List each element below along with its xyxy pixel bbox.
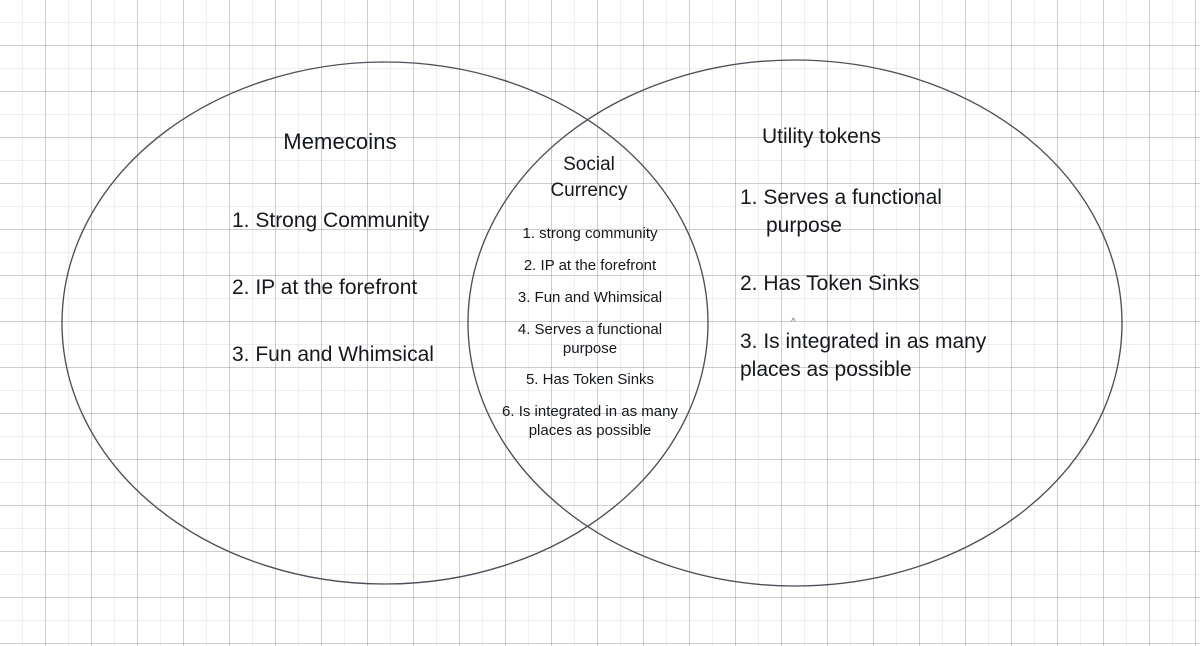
center-lens-title-line-2: Currency xyxy=(550,180,628,201)
list-item: 2. Has Token Sinks xyxy=(740,272,920,295)
left-circle-title: Memecoins xyxy=(283,129,397,154)
list-item: 3. Fun and Whimsical xyxy=(232,343,434,366)
right-circle-list: 1. Serves a functional purpose 2. Has To… xyxy=(740,184,990,414)
center-lens-title-line-1: Social xyxy=(563,154,615,175)
list-item: 5. Has Token Sinks xyxy=(525,371,655,388)
list-item: 1. Strong Community xyxy=(232,209,430,232)
list-item: 3. Is integrated in as many places as po… xyxy=(740,330,987,381)
center-lens-title: Social Currency xyxy=(518,152,660,204)
list-item: 6. Is integrated in as many places as po… xyxy=(502,403,678,439)
list-item: 3. Fun and Whimsical xyxy=(517,289,663,306)
list-item: 1. Serves a functional purpose xyxy=(740,186,942,237)
list-item: 1. strong community xyxy=(522,225,658,242)
caret-artifact: ^ xyxy=(791,317,796,328)
list-item: 4. Serves a functional purpose xyxy=(517,321,663,357)
right-circle-title: Utility tokens xyxy=(762,125,882,148)
list-item: 2. IP at the forefront xyxy=(523,257,657,274)
center-lens-list: 1. strong community 2. IP at the forefro… xyxy=(494,224,686,440)
list-item: 2. IP at the forefront xyxy=(232,276,418,299)
left-circle-list: 1. Strong Community 2. IP at the forefro… xyxy=(232,208,462,409)
